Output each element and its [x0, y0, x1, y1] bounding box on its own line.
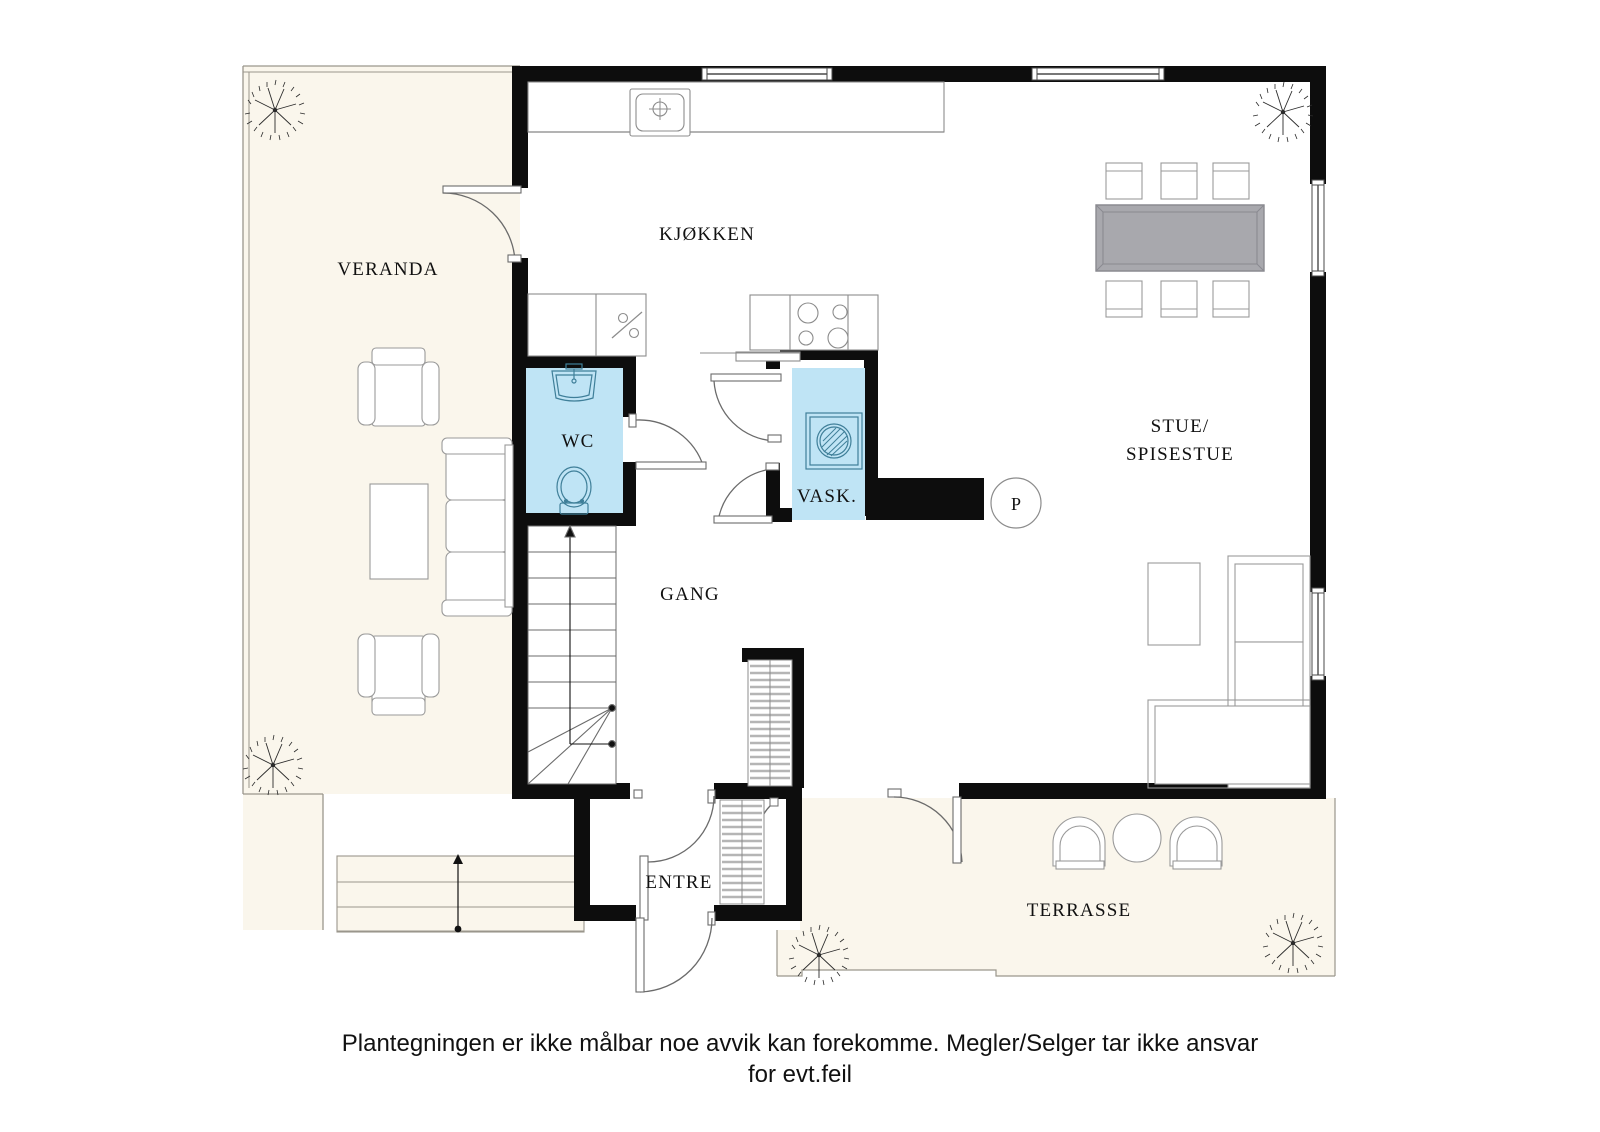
room-label-stue-line1: STUE/ [1151, 416, 1210, 437]
exterior-steps [336, 854, 585, 933]
terrasse-furniture [1052, 813, 1223, 870]
terrasse-area [776, 798, 1336, 977]
wet-rooms [526, 368, 865, 520]
room-label-veranda: VERANDA [337, 259, 438, 280]
stove-icon [797, 302, 849, 349]
veranda-sofa [441, 437, 514, 617]
pipe-marker: P [990, 477, 1042, 529]
room-label-wc: WC [561, 431, 594, 452]
doors [442, 185, 963, 993]
door-wc [628, 413, 707, 470]
disclaimer-line-1: Plantegningen er ikke målbar noe avvik k… [341, 1030, 1259, 1057]
room-label-entre: ENTRE [645, 872, 712, 893]
living-room-sofa [1147, 555, 1311, 789]
window-top-1 [701, 67, 833, 81]
wc-room-fill [526, 368, 623, 513]
door-veranda [442, 185, 522, 263]
door-terrasse [887, 788, 963, 864]
terrasse-chair-right [1169, 816, 1223, 870]
room-labels: VERANDA KJØKKEN WC VASK. GANG ENTRE STUE… [337, 224, 1234, 921]
window-right-1 [1311, 179, 1325, 277]
terrasse-chair-left [1052, 816, 1106, 870]
washbasin-icon [551, 363, 597, 402]
toilet-icon [556, 466, 592, 515]
sink-icon [629, 88, 691, 137]
tree-icon [1252, 81, 1314, 143]
kitchen-fixtures [527, 81, 945, 362]
room-label-gang: GANG [660, 584, 720, 605]
dishwasher-icon [611, 311, 643, 339]
window-right-2 [1311, 587, 1325, 681]
closet-shelving-lower [719, 799, 765, 905]
door-entrance [635, 911, 716, 993]
washing-machine-icon [805, 412, 863, 470]
door-kitchen-gang [710, 373, 782, 443]
veranda-table [369, 483, 429, 580]
tree-icon [242, 734, 304, 796]
vegetation [242, 79, 1324, 986]
dining-set [1095, 162, 1265, 318]
door-vask [713, 462, 780, 524]
terrasse-table-round [1112, 813, 1162, 863]
dining-chairs-top [1105, 162, 1250, 200]
room-label-terrasse: TERRASSE [1027, 900, 1132, 921]
tree-icon [1262, 912, 1324, 974]
dining-table [1095, 204, 1265, 272]
closet-shelving-upper [747, 659, 793, 787]
tree-icon [788, 924, 850, 986]
disclaimer-line-2: for evt.feil [747, 1061, 853, 1089]
windows [701, 67, 1325, 681]
veranda-armchair-bottom [357, 633, 440, 716]
veranda-armchair-top [357, 347, 440, 427]
room-label-stue-line2: SPISESTUE [1126, 444, 1234, 465]
staircase [527, 524, 617, 785]
tree-icon [244, 79, 306, 141]
room-label-vask: VASK. [797, 486, 857, 507]
room-label-kjokken: KJØKKEN [659, 224, 755, 245]
window-top-2 [1031, 67, 1165, 81]
wc-fixtures [551, 363, 597, 515]
dining-chairs-bottom [1105, 280, 1250, 318]
veranda-furniture [357, 347, 514, 716]
vask-room-fill [792, 368, 865, 520]
pipe-marker-label: P [1011, 494, 1021, 514]
disclaimer-caption: Plantegningen er ikke målbar noe avvik k… [0, 1028, 1600, 1090]
vask-fixtures [805, 412, 863, 470]
